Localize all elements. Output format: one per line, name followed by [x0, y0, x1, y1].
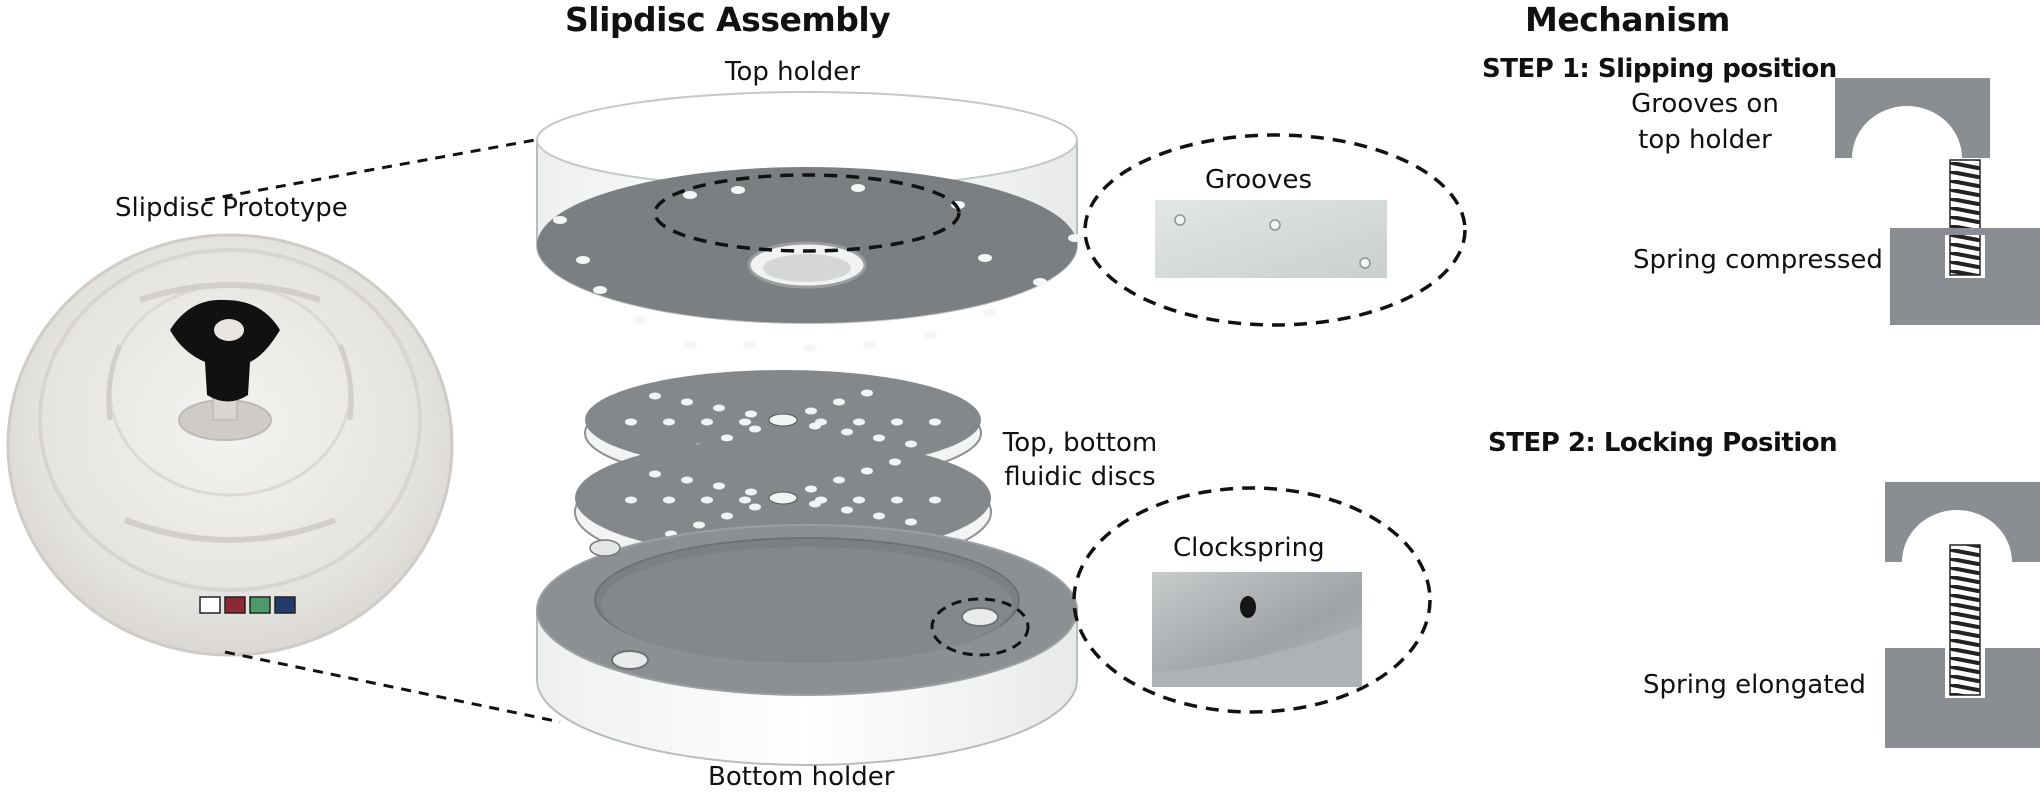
- top-holder-label: Top holder: [725, 57, 860, 87]
- hole: [805, 485, 817, 493]
- center-hole: [768, 413, 798, 427]
- hole: [649, 470, 661, 478]
- hole: [683, 191, 697, 199]
- hole: [693, 521, 705, 529]
- hole: [873, 512, 885, 520]
- hole: [701, 418, 713, 426]
- swatch: [224, 596, 246, 614]
- hole: [1068, 234, 1082, 242]
- spring-elongated: [1949, 544, 1981, 696]
- connector-bottom: [224, 650, 561, 724]
- hole: [743, 341, 757, 349]
- hole: [905, 518, 917, 526]
- hole: [891, 496, 903, 504]
- center-hole: [768, 491, 798, 505]
- hole: [701, 496, 713, 504]
- hole: [861, 389, 873, 397]
- color-swatches: [199, 596, 296, 614]
- hole: [731, 186, 745, 194]
- swatch: [249, 596, 271, 614]
- hole: [833, 398, 845, 406]
- hole: [853, 496, 865, 504]
- hole: [853, 418, 865, 426]
- step2-spring-label: Spring elongated: [1643, 670, 1866, 700]
- hole: [713, 482, 725, 490]
- hole: [739, 496, 751, 504]
- hole: [633, 316, 647, 324]
- grooves-callout: [1083, 133, 1467, 327]
- clockspring-region-dashed: [930, 597, 1030, 657]
- top-holder-holes: [553, 184, 1082, 352]
- step1-spring-label: Spring compressed: [1633, 245, 1883, 275]
- hole: [593, 286, 607, 294]
- step2-diagram: [1885, 482, 2040, 748]
- hole: [841, 428, 853, 436]
- hole: [851, 184, 865, 192]
- hole: [1033, 278, 1047, 286]
- hole: [576, 256, 590, 264]
- hole: [681, 476, 693, 484]
- hole: [923, 331, 937, 339]
- prototype-photo: [6, 233, 454, 657]
- hole: [681, 398, 693, 406]
- hole: [745, 410, 757, 418]
- prototype-label: Slipdisc Prototype: [115, 193, 348, 223]
- clockspring-label: Clockspring: [1173, 533, 1325, 563]
- step2-title: STEP 2: Locking Position: [1488, 428, 1838, 458]
- hole: [721, 512, 733, 520]
- hole: [663, 418, 675, 426]
- bottom-holder: [536, 524, 1078, 766]
- hole: [841, 506, 853, 514]
- hole: [873, 434, 885, 442]
- hole: [929, 496, 941, 504]
- bottom-holder-label: Bottom holder: [708, 762, 895, 792]
- step1-grooves-line2: top holder: [1638, 125, 1772, 155]
- grooves-photo: [1155, 200, 1387, 278]
- top-holder: [536, 91, 1082, 352]
- hole: [889, 458, 901, 466]
- spring-compressed: [1949, 159, 1981, 276]
- hole: [683, 341, 697, 349]
- hole: [861, 467, 873, 475]
- step1-diagram: [1835, 78, 2040, 325]
- connector-top: [204, 138, 536, 202]
- hole: [749, 503, 761, 511]
- grooves-region-dashed: [653, 173, 961, 253]
- hole: [978, 254, 992, 262]
- hole: [663, 496, 675, 504]
- hole: [721, 434, 733, 442]
- hole: [815, 418, 827, 426]
- heading-mechanism: Mechanism: [1525, 0, 1730, 39]
- swatch: [274, 596, 296, 614]
- hole: [803, 344, 817, 352]
- hole: [891, 418, 903, 426]
- hole: [863, 341, 877, 349]
- discs-label-line2: fluidic discs: [1004, 462, 1156, 492]
- hole: [745, 488, 757, 496]
- heading-assembly: Slipdisc Assembly: [565, 0, 891, 39]
- swatch: [199, 596, 221, 614]
- hole: [739, 418, 751, 426]
- hole: [553, 216, 567, 224]
- hole: [625, 496, 637, 504]
- hole: [929, 418, 941, 426]
- hole: [625, 418, 637, 426]
- step1-grooves-line1: Grooves on: [1631, 89, 1779, 119]
- hole: [833, 476, 845, 484]
- hole: [713, 404, 725, 412]
- step1-title: STEP 1: Slipping position: [1482, 54, 1837, 84]
- hole: [905, 440, 917, 448]
- hole: [749, 425, 761, 433]
- discs-label-line1: Top, bottom: [1002, 428, 1158, 458]
- hole: [815, 496, 827, 504]
- hole: [649, 392, 661, 400]
- clockspring-callout: [1072, 486, 1432, 714]
- hole: [983, 309, 997, 317]
- hole: [805, 407, 817, 415]
- grooves-label: Grooves: [1205, 165, 1313, 195]
